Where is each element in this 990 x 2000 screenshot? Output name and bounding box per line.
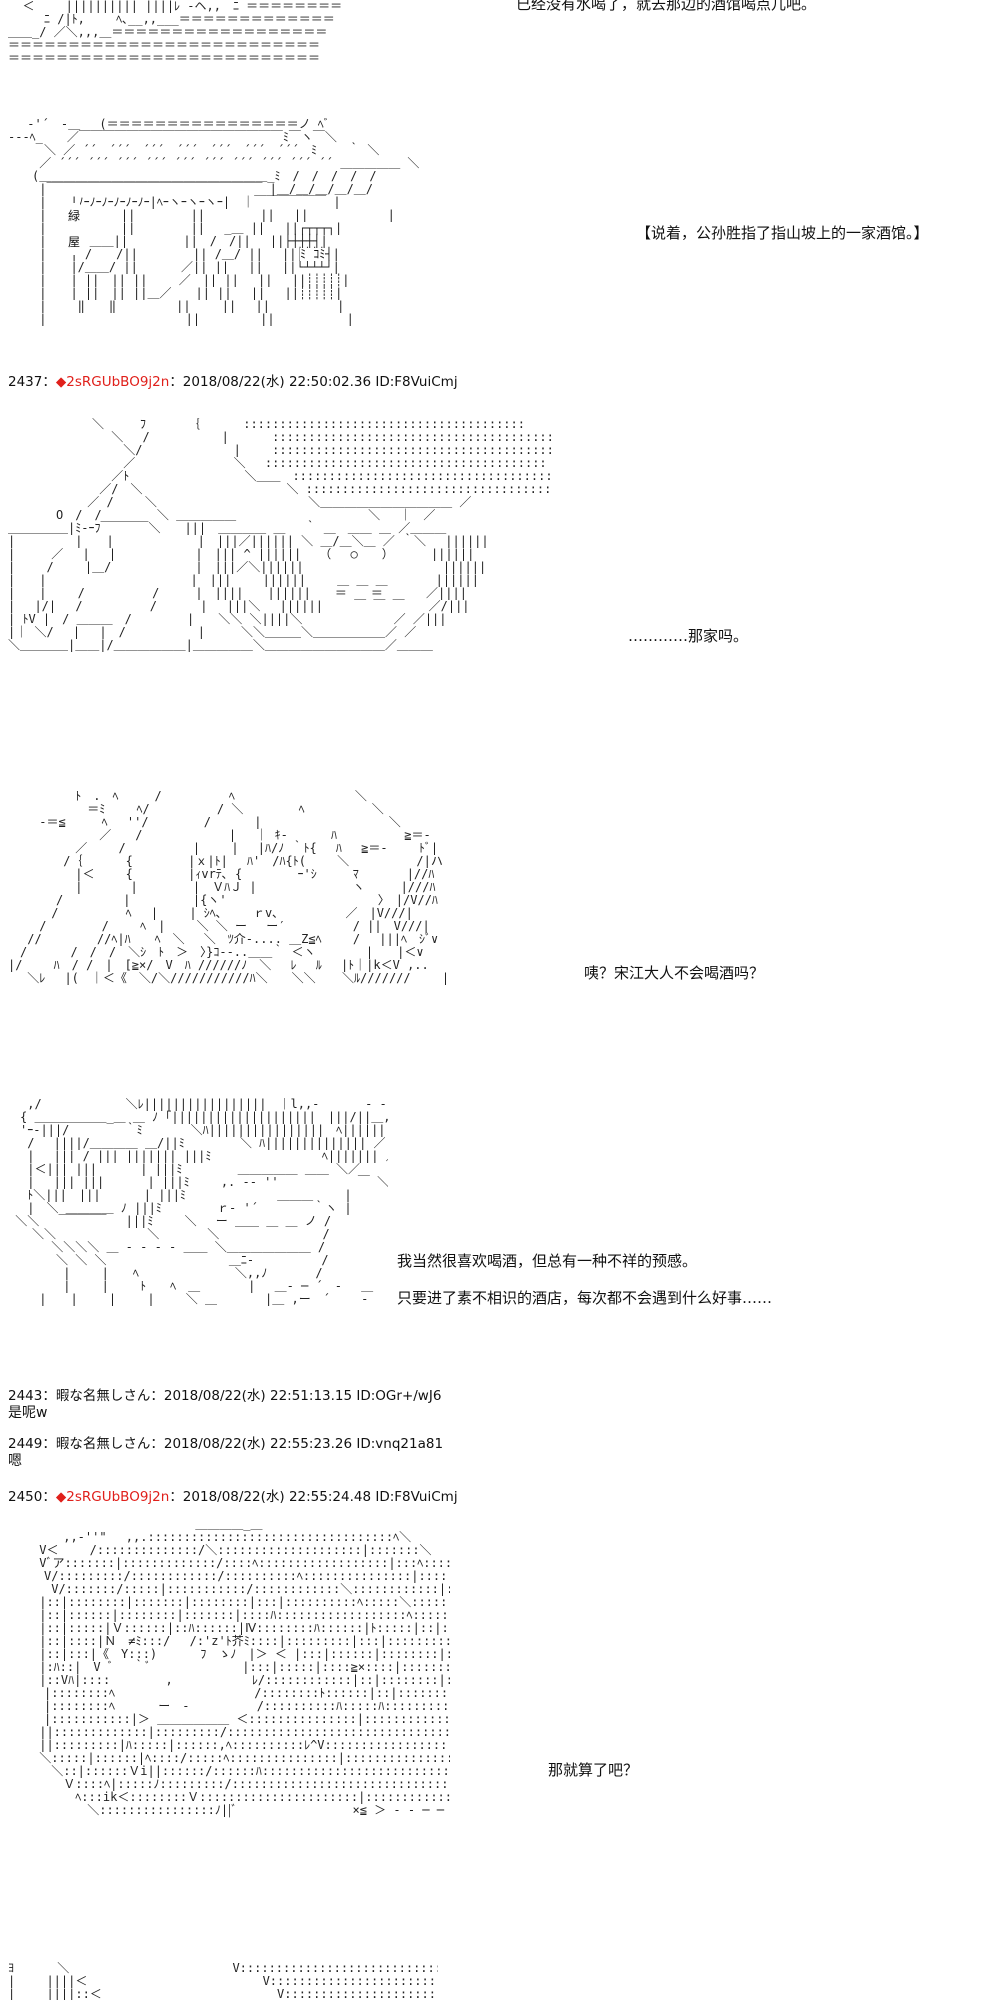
ascii-art-window-scene: ＼￣￣￣ﾌ ｛ ::::::::::::::::::::::::::::::::… <box>8 418 554 652</box>
post-body: 是呢w <box>8 1405 48 1421</box>
post-header: 2443：暇な名無しさん：2018/08/22(水) 22:51:13.15 I… <box>8 1388 442 1404</box>
post-body: 嗯 <box>8 1453 22 1469</box>
tavern-sign: 緑 屋 <box>68 203 81 255</box>
dialogue-line: 我当然很喜欢喝酒，但总有一种不祥的预感。 <box>397 1252 698 1270</box>
dialogue-line: 【说着，公孙胜指了指山坡上的一家酒馆。】 <box>636 224 929 242</box>
poster-name[interactable]: 暇な名無しさん <box>55 1436 151 1452</box>
poster-name[interactable]: 暇な名無しさん <box>55 1388 151 1404</box>
post-header: 2437：◆2sRGUbBO9j2n：2018/08/22(水) 22:50:0… <box>8 374 458 390</box>
dialogue-line: 那就算了吧？ <box>548 1761 639 1779</box>
tavern-mark: ﾐ ｺﾐ <box>300 247 326 261</box>
post-header: 2450：◆2sRGUbBO9j2n：2018/08/22(水) 22:55:2… <box>8 1489 458 1505</box>
post-date-id: ：2018/08/22(水) 22:55:23.26 ID:vnq21a81 <box>150 1436 444 1452</box>
post-number: 2437 <box>8 374 43 390</box>
dialogue-line: …………那家吗。 <box>628 627 749 645</box>
post-number: 2450 <box>8 1489 43 1505</box>
ascii-art-song-jiang: ,/ ＼ﾚ||||||||||||||||| ｜l,,‐ ￣ ￣ ‐ ‐＝/ﾉ … <box>15 1098 388 1306</box>
post-number: 2443 <box>8 1388 43 1404</box>
ascii-art-bottom-cut: ﾖ ＼ V:::::::::::::::::::::::::::::::: ／ … <box>8 1962 438 2000</box>
dialogue-line: 只要进了素不相识的酒店，每次都不会遇到什么好事…… <box>397 1289 773 1307</box>
dialogue-line: 咦？宋江大人不会喝酒吗？ <box>584 964 765 982</box>
ascii-art-gongsun-sheng-closeup: ＿＿＿＿_＿ ,,-''" ,,.:::::::::::::::::::::::… <box>39 1518 450 1817</box>
trip-diamond-icon: ◆ <box>55 1489 67 1505</box>
ascii-art-landscape: ＜ |||||||||| ||||ﾚ -ヘ,, ﾆ ＝＝＝＝＝＝＝＝ ﾆ /|ﾄ… <box>8 0 343 65</box>
trip-diamond-icon: ◆ <box>55 374 67 390</box>
post-number: 2449 <box>8 1436 43 1452</box>
poster-trip[interactable]: 2sRGUbBO9j2n <box>66 374 170 390</box>
ascii-art-tavern: ‐'´￣‐＿ (＝＝＝＝＝＝＝＝＝＝＝＝＝＝＝＝ノ ﾍﾞ ‐‐-ﾍ_ ／￣￣￣￣… <box>8 118 420 326</box>
poster-trip[interactable]: 2sRGUbBO9j2n <box>66 1489 170 1505</box>
post-date-id: ：2018/08/22(水) 22:50:02.36 ID:F8VuiCmj <box>169 374 458 390</box>
post-date-id: ：2018/08/22(水) 22:55:24.48 ID:F8VuiCmj <box>169 1489 458 1505</box>
post-header: 2449：暇な名無しさん：2018/08/22(水) 22:55:23.26 I… <box>8 1436 444 1452</box>
ascii-art-gongsun-sheng: ﾄ . ﾍ / ﾍ ＼ ＝ﾐ ﾍ/ / ＼ ﾍ ＼ -＝≦ ﾍ ''/ / | … <box>8 790 450 985</box>
post-date-id: ：2018/08/22(水) 22:51:13.15 ID:OGr+/wJ6 <box>150 1388 442 1404</box>
dialogue-line: 已经没有水喝了，就去那边的酒馆喝点儿吧。 <box>516 0 817 13</box>
